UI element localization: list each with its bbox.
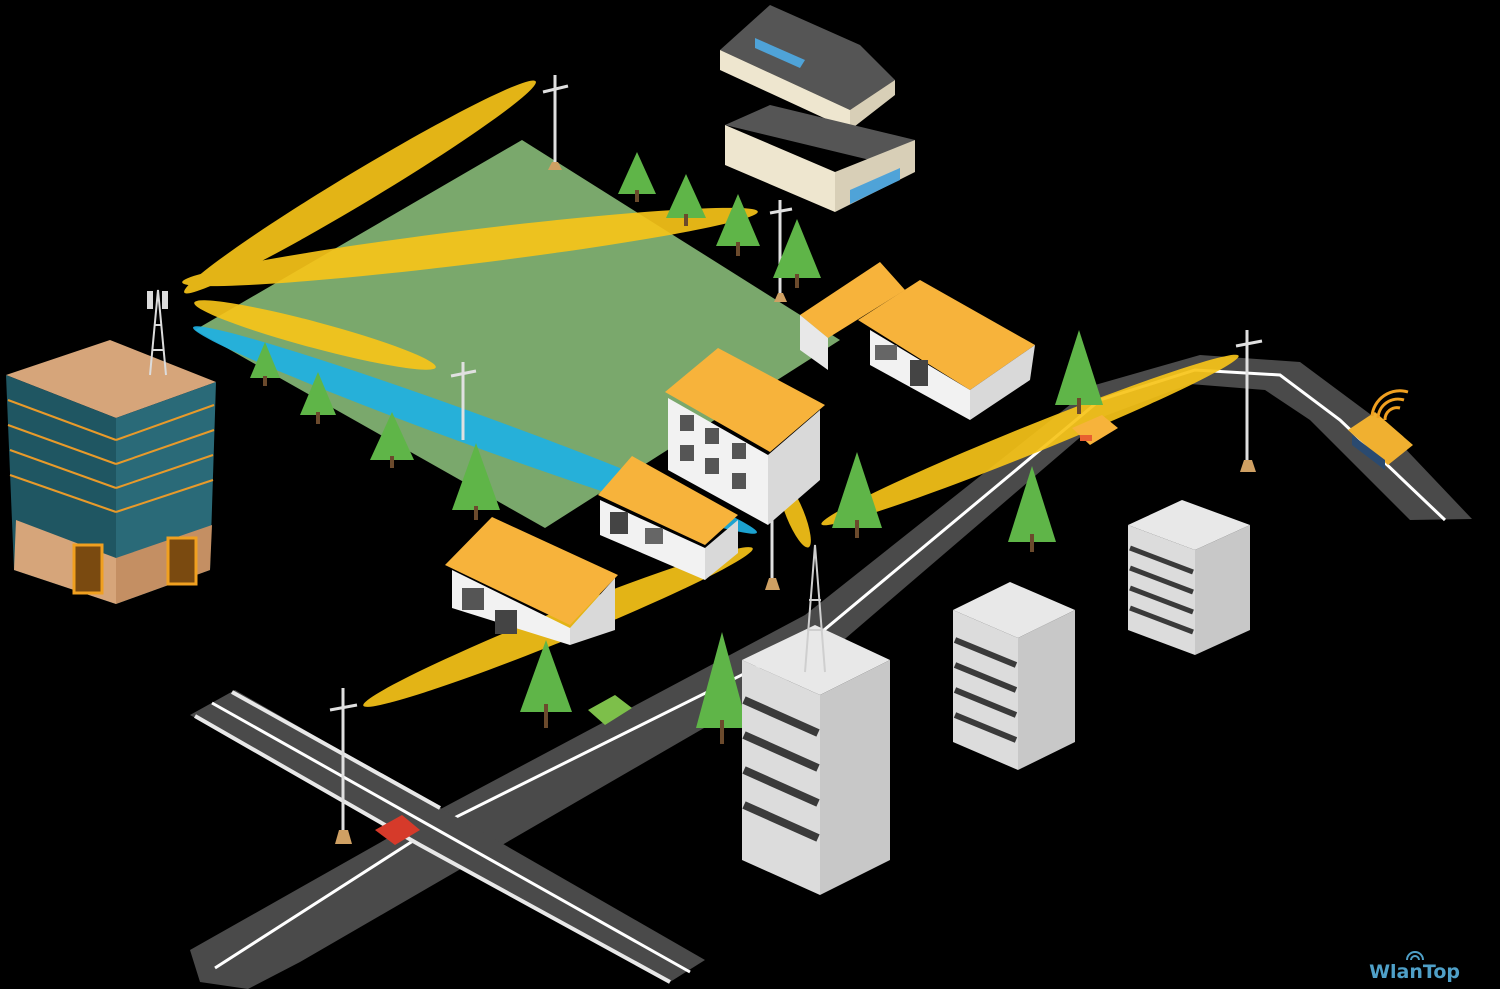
wifi-signal-icon (1405, 951, 1424, 961)
house (598, 456, 738, 580)
high-rise (1128, 500, 1250, 655)
tree (370, 412, 414, 468)
watermark-logo: WlanTop (1369, 949, 1460, 983)
tree (696, 632, 748, 744)
houses (445, 262, 1035, 645)
wifi-signal-icon (1370, 389, 1409, 421)
beam-yellow (182, 207, 758, 287)
cell-tower-icon (804, 544, 826, 673)
pole-antenna-icon (769, 200, 793, 302)
tree (716, 194, 760, 256)
cell-tower-icon (147, 289, 168, 376)
watermark-brand-text: WlanTop (1369, 961, 1460, 983)
trees (250, 152, 1103, 744)
pole-antenna-icon (1235, 330, 1263, 472)
tree (773, 219, 821, 288)
tree (832, 452, 882, 538)
house (445, 517, 618, 645)
high-rise (742, 544, 890, 895)
road-main (190, 355, 1472, 989)
tree (520, 640, 572, 728)
beam-yellow (194, 300, 436, 370)
tree (452, 443, 500, 520)
bus (1348, 412, 1413, 470)
road-edge (231, 690, 441, 810)
high-rise (953, 582, 1075, 770)
tree (666, 174, 706, 226)
office-building (6, 289, 216, 604)
road-edge (194, 714, 671, 984)
road-cross-line (211, 701, 691, 974)
tree (300, 372, 336, 424)
house (800, 262, 1035, 420)
pole-antenna-icon (450, 362, 477, 440)
car-yellow (1072, 415, 1118, 445)
vehicles (375, 389, 1413, 845)
beam-yellow (184, 80, 536, 294)
house (665, 348, 825, 525)
pole-antenna-icon (542, 75, 569, 170)
high-rises (742, 500, 1250, 895)
beam-yellow (821, 354, 1239, 526)
tree (1008, 466, 1056, 552)
car-green (588, 695, 632, 725)
pole-antenna-icon (329, 688, 358, 844)
tree (1055, 330, 1103, 414)
tree (250, 342, 280, 386)
tree (618, 152, 656, 202)
modern-building (720, 5, 915, 212)
car-red (375, 815, 420, 845)
